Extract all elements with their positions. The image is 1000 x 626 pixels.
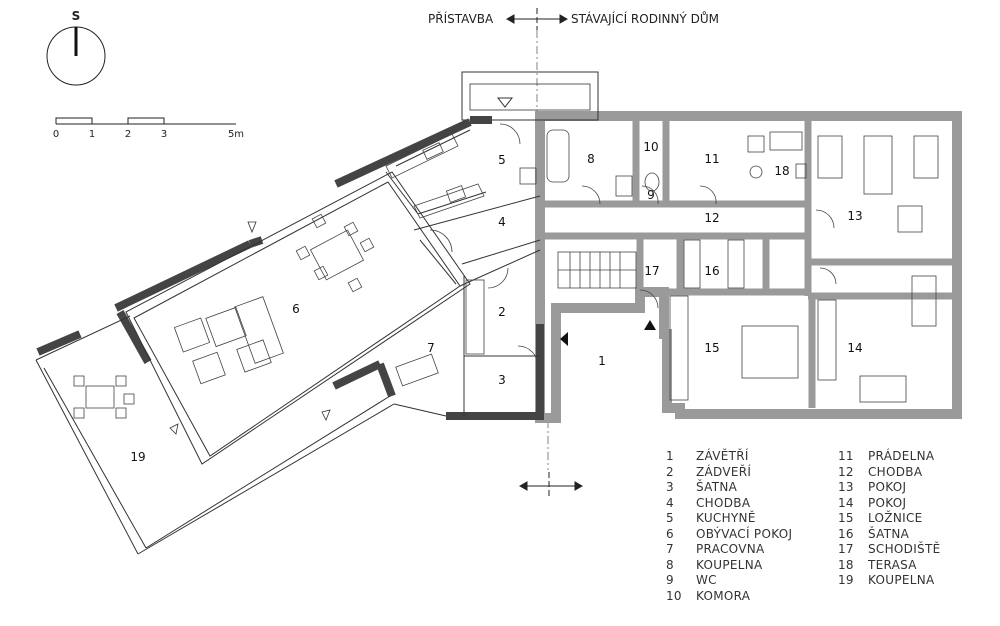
section-arrow-bottom	[518, 472, 584, 498]
north-label: S	[72, 9, 81, 23]
room-number-18: 18	[774, 164, 789, 178]
room-number-13: 13	[847, 209, 862, 223]
scale-bar	[55, 117, 236, 125]
room-number-17: 17	[644, 264, 659, 278]
room-number-3: 3	[498, 373, 506, 387]
extension	[35, 116, 837, 555]
scale-tick-5m: 5m	[228, 129, 244, 140]
room-number-11: 11	[704, 152, 719, 166]
room-number-5: 5	[498, 153, 506, 167]
room-number-4: 4	[498, 215, 506, 229]
room-number-9: 9	[647, 188, 655, 202]
room-number-8: 8	[587, 152, 595, 166]
header-left-label: PŘÍSTAVBA	[428, 11, 494, 26]
room-number-14: 14	[847, 341, 862, 355]
existing-house	[461, 71, 962, 423]
scale-tick-2: 2	[125, 129, 131, 140]
scale-tick-0: 0	[53, 129, 59, 140]
scale-tick-1: 1	[89, 129, 95, 140]
header-right-label: STÁVAJÍCÍ RODINNÝ DŮM	[571, 11, 719, 26]
room-number-12: 12	[704, 211, 719, 225]
room-number-15: 15	[704, 341, 719, 355]
room-number-16: 16	[704, 264, 719, 278]
room-number-10: 10	[643, 140, 658, 154]
room-number-2: 2	[498, 305, 506, 319]
scale-tick-3: 3	[161, 129, 167, 140]
room-number-19: 19	[130, 450, 145, 464]
room-number-7: 7	[427, 341, 435, 355]
room-number-1: 1	[598, 354, 606, 368]
room-number-6: 6	[292, 302, 300, 316]
north-arrow: S	[46, 9, 106, 86]
section-arrow-top	[505, 8, 569, 30]
